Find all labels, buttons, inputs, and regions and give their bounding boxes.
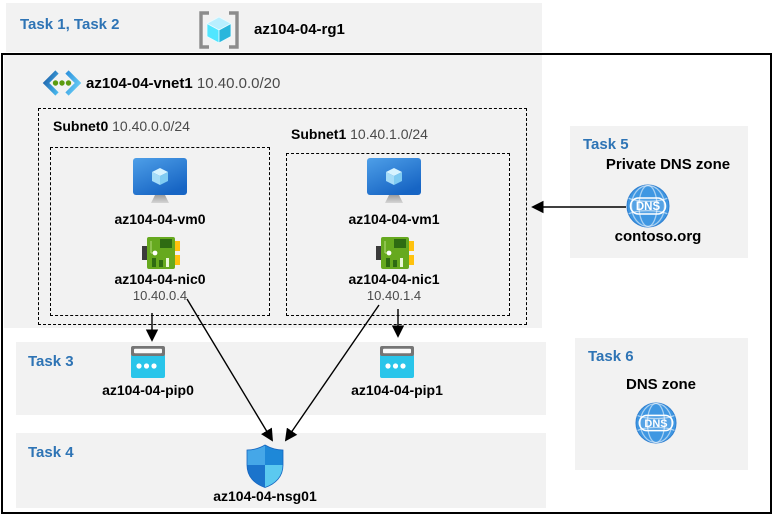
- task6-box: Task 6 DNS zone DNS: [575, 338, 748, 470]
- task5-box: Task 5 Private DNS zone DNS contoso.org: [570, 126, 748, 258]
- vnet-name: az104-04-vnet1: [86, 75, 193, 92]
- task4-label: Task 4: [28, 444, 74, 461]
- vm0-icon: [132, 157, 188, 207]
- dns-icon-text: DNS: [636, 201, 661, 213]
- task-1-2-label: Task 1, Task 2: [20, 16, 120, 33]
- pip1-label: az104-04-pip1: [351, 382, 443, 398]
- private-dns-zone-title: Private DNS zone: [605, 156, 731, 173]
- nic1-ip: 10.40.1.4: [366, 288, 422, 303]
- resource-group-name: az104-04-rg1: [254, 21, 345, 38]
- nic0-icon: [141, 235, 181, 271]
- nic1-icon: [375, 235, 415, 271]
- subnet0-name: Subnet0: [53, 118, 109, 134]
- task3-band: Task 3: [16, 342, 546, 415]
- nic0-label: az104-04-nic0: [114, 271, 206, 287]
- contoso-zone-label: contoso.org: [614, 228, 702, 245]
- subnet0-cidr: 10.40.0.0/24: [112, 118, 190, 134]
- task3-label: Task 3: [28, 353, 74, 370]
- subnet1-label: Subnet1 10.40.1.0/24: [291, 126, 428, 142]
- nsg-label: az104-04-nsg01: [213, 488, 317, 504]
- nsg-shield-icon: [246, 444, 284, 488]
- task5-label: Task 5: [583, 136, 629, 153]
- vnet-cidr: 10.40.0.0/20: [196, 75, 281, 92]
- dns-icon-text: DNS: [644, 418, 667, 430]
- subnets-container-box: [38, 108, 527, 325]
- resource-group-icon: [196, 9, 242, 51]
- resource-group-band: Task 1, Task 2 az104-04-rg1: [6, 3, 542, 52]
- pip0-label: az104-04-pip0: [102, 382, 194, 398]
- vm1-icon: [366, 157, 422, 207]
- nic1-label: az104-04-nic1: [348, 271, 440, 287]
- pip0-icon: [130, 346, 166, 379]
- private-dns-zone-icon: DNS: [626, 184, 670, 228]
- vnet-box: [4, 55, 542, 328]
- vm1-label: az104-04-vm1: [348, 211, 440, 227]
- subnet1-name: Subnet1: [291, 126, 347, 142]
- pip1-icon: [379, 346, 415, 379]
- dns-zone-title: DNS zone: [625, 376, 696, 393]
- vm0-label: az104-04-vm0: [114, 211, 206, 227]
- vnet-title: az104-04-vnet1 10.40.0.0/20: [86, 75, 280, 92]
- subnet0-label: Subnet0 10.40.0.0/24: [53, 118, 190, 134]
- subnet1-cidr: 10.40.1.0/24: [350, 126, 428, 142]
- nic0-ip: 10.40.0.4: [132, 288, 188, 303]
- subnet0-box: [50, 147, 270, 316]
- dns-zone-icon: DNS: [635, 402, 677, 444]
- task6-label: Task 6: [588, 348, 634, 365]
- virtual-network-icon: [42, 69, 82, 97]
